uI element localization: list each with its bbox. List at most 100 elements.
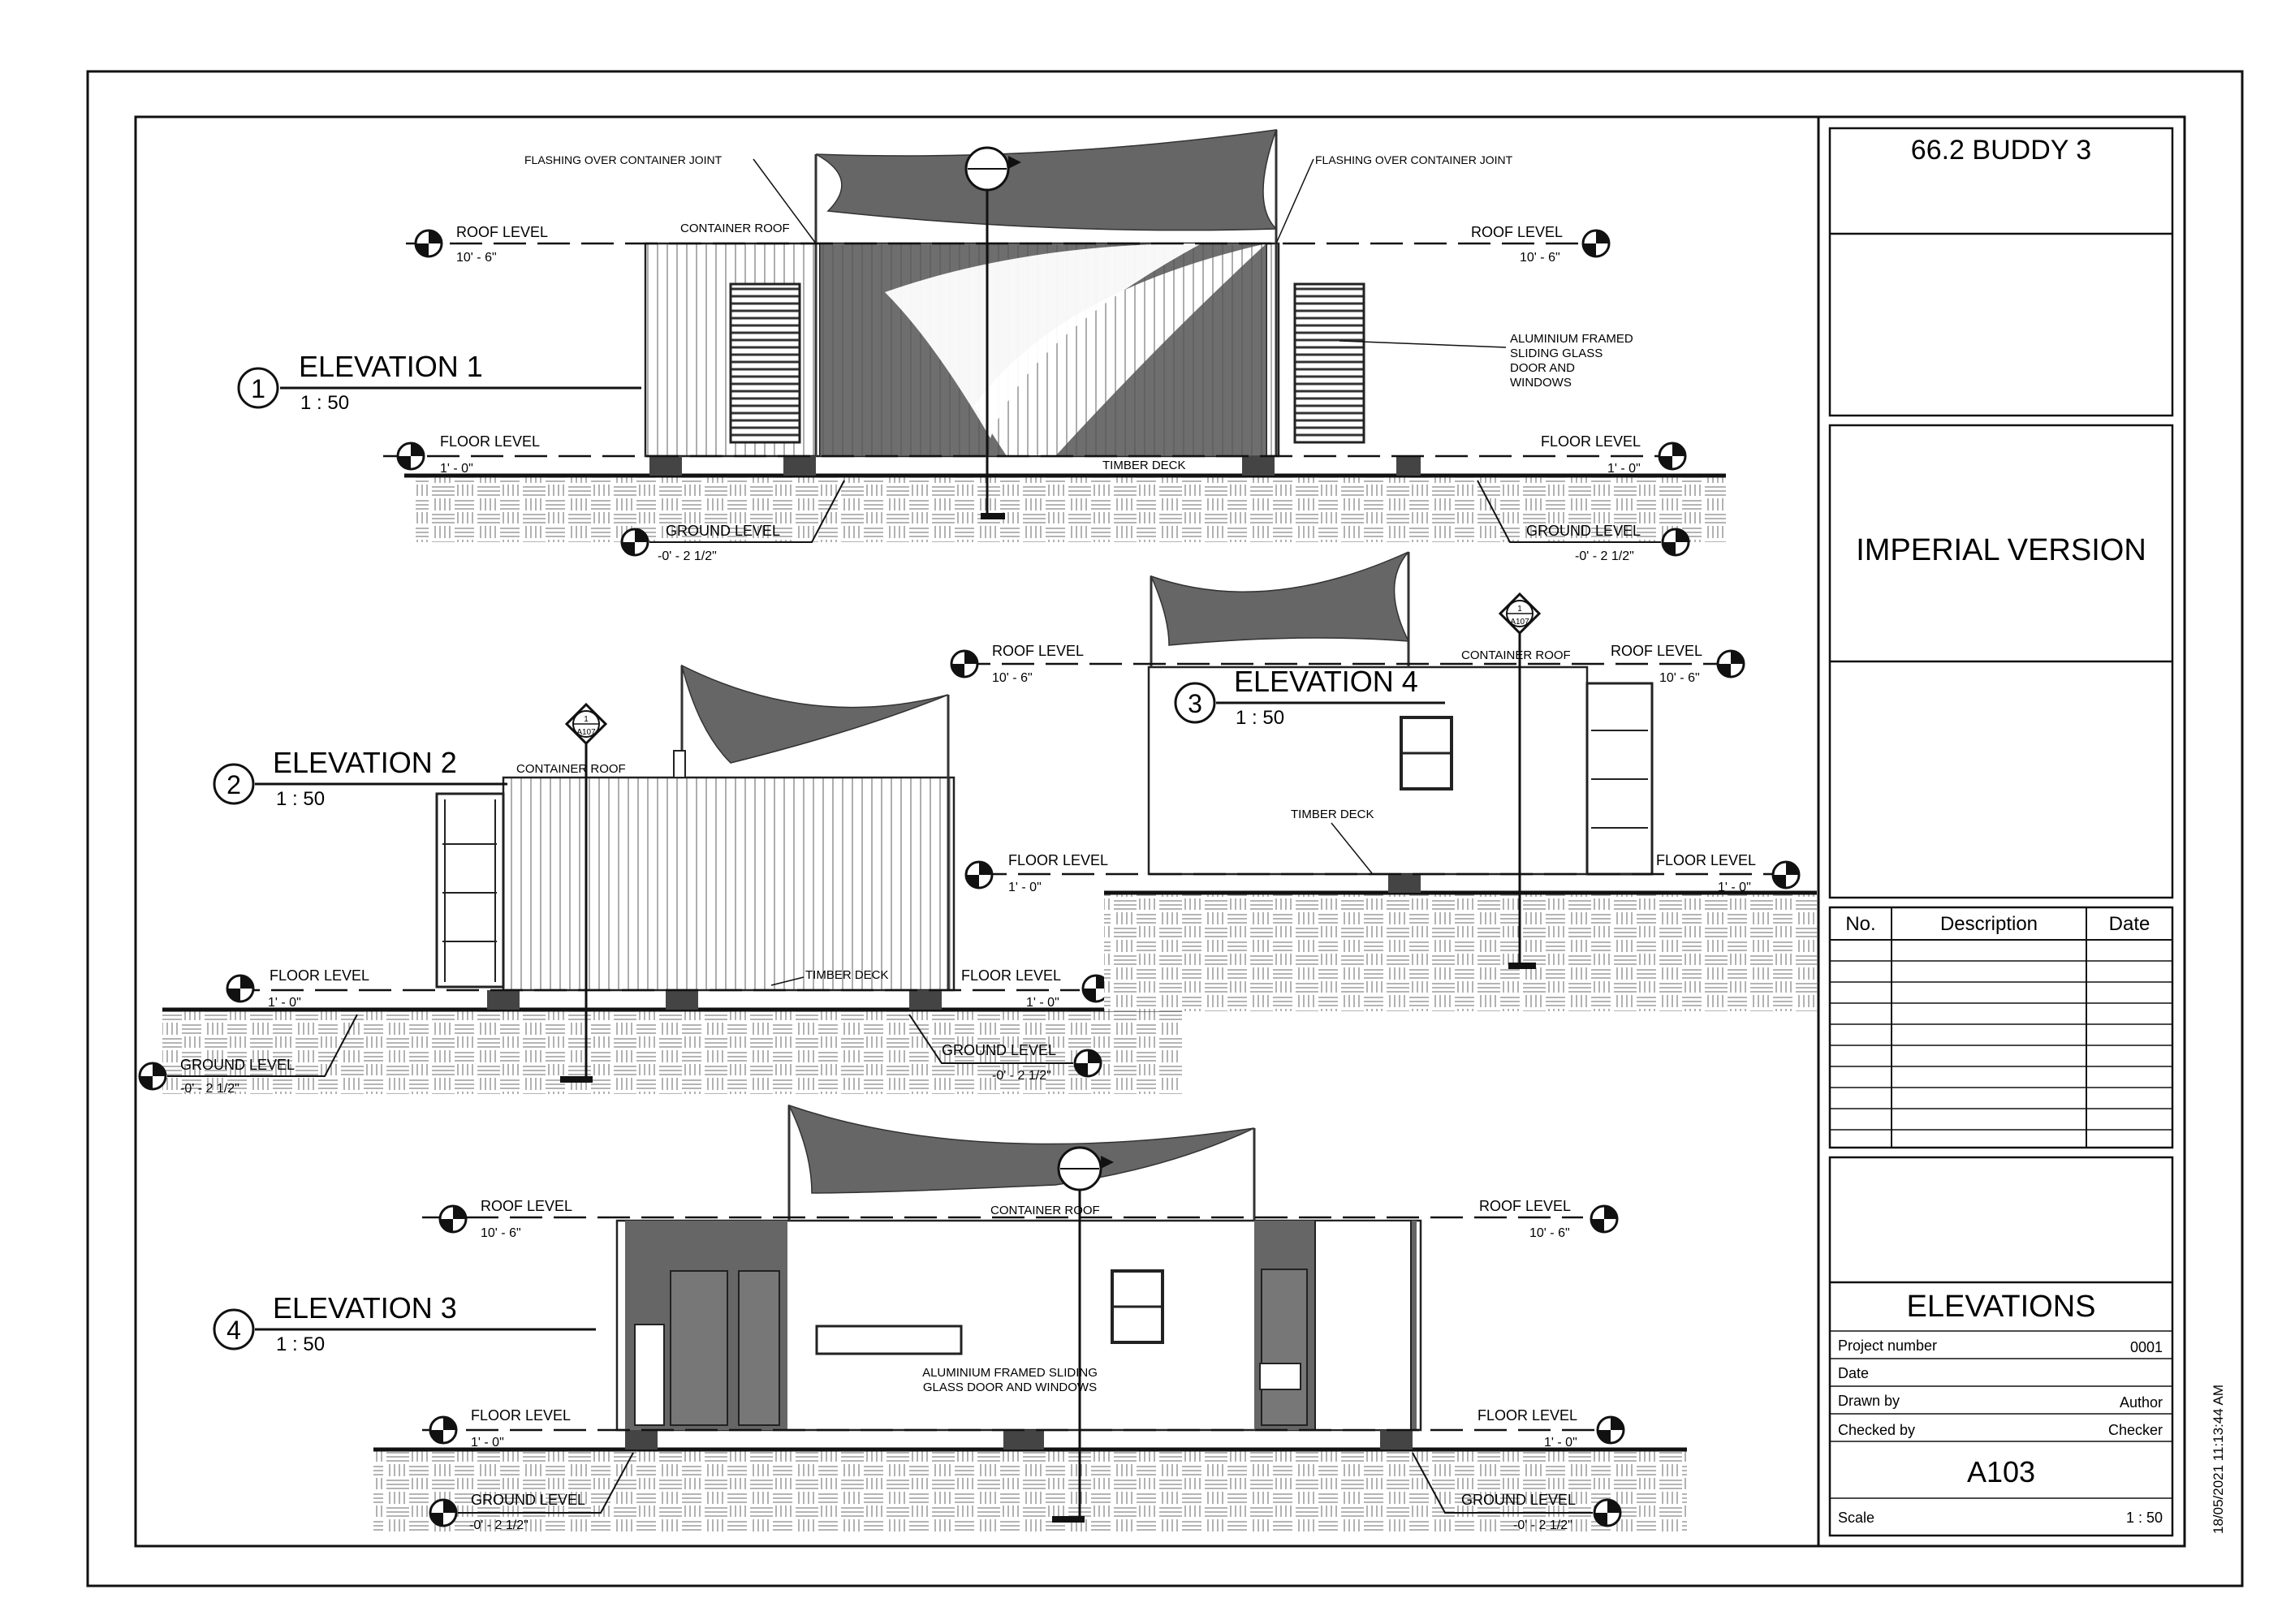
note-timber-deck-e2: TIMBER DECK	[805, 968, 889, 982]
view-number-4: 4	[226, 1316, 241, 1345]
ground-hatch	[373, 1450, 1687, 1532]
note-timber-deck: TIMBER DECK	[1102, 459, 1186, 472]
level-markers-e3	[429, 1204, 1625, 1527]
elevation-2: 1 A107 2 ELEVATION 2 1 : 50 CONTAINER RO…	[138, 664, 1182, 1096]
floor-level-value-e1-left: 1' - 0"	[440, 462, 473, 476]
ground-level-label-e2-right: GROUND LEVEL	[942, 1042, 1056, 1058]
note-alu-4: WINDOWS	[1510, 376, 1572, 390]
roof-level-label-e4-right: ROOF LEVEL	[1611, 643, 1702, 659]
scale-label: Scale	[1838, 1510, 1874, 1526]
title-block	[1828, 127, 2174, 1537]
ground-level-label-e1-right: GROUND LEVEL	[1526, 523, 1641, 539]
elevation-1: 1 ELEVATION 1 1 : 50 FLASHING OVER CONTA…	[237, 129, 1726, 563]
drawing-border	[134, 115, 2186, 1548]
roof-level-value-e4-right: 10' - 6"	[1659, 671, 1700, 685]
view-title-2: ELEVATION 2	[273, 746, 457, 779]
roof-level-value-e1-left: 10' - 6"	[456, 251, 497, 265]
floor-level-value-e3-right: 1' - 0"	[1544, 1436, 1577, 1450]
title-fields	[1830, 1330, 2172, 1499]
view-number-2: 2	[226, 770, 241, 799]
ground-level-label-e2-left: GROUND LEVEL	[180, 1057, 295, 1073]
ground-level-value-e1-right: -0' - 2 1/2"	[1575, 549, 1634, 563]
floor-level-value-e3-left: 1' - 0"	[471, 1436, 504, 1450]
field-label-drawn-by: Drawn by	[1838, 1393, 1900, 1409]
roof-level-label-e1-left: ROOF LEVEL	[456, 224, 548, 240]
floor-level-value-e4-right: 1' - 0"	[1718, 881, 1751, 894]
version-label: IMPERIAL VERSION	[1856, 533, 2146, 567]
roof-level-value-e1-right: 10' - 6"	[1520, 251, 1560, 265]
shade-sail	[815, 129, 1278, 231]
view-title-3: ELEVATION 3	[273, 1291, 457, 1325]
print-timestamp: 18/05/2021 11:13:44 AM	[2211, 1385, 2226, 1534]
slider-door	[435, 792, 505, 989]
view-scale-3: 1 : 50	[276, 1333, 325, 1355]
floor-level-label-e2-right: FLOOR LEVEL	[961, 967, 1061, 984]
ground-level-value-e2-right: -0' - 2 1/2"	[992, 1069, 1051, 1083]
ground-level-value-e3-left: -0' - 2 1/2"	[469, 1518, 528, 1532]
shade-sail	[680, 664, 949, 764]
project-title: 66.2 BUDDY 3	[1911, 135, 2091, 166]
field-label-date: Date	[1838, 1365, 1869, 1381]
note-alu-3: DOOR AND	[1510, 361, 1575, 375]
roof-level-label-e1-right: ROOF LEVEL	[1471, 224, 1563, 240]
outer-border	[86, 70, 2244, 1587]
note-flashing-left: FLASHING OVER CONTAINER JOINT	[524, 153, 723, 166]
note-container-roof-e2: CONTAINER ROOF	[516, 762, 626, 776]
floor-level-label-e3-left: FLOOR LEVEL	[471, 1407, 571, 1424]
view-scale-4: 1 : 50	[1236, 707, 1284, 729]
view-title-1: ELEVATION 1	[299, 350, 483, 383]
roof-level-value-e3-right: 10' - 6"	[1529, 1226, 1570, 1240]
revision-table: No. Description Date	[1830, 907, 2172, 1148]
view-number-1: 1	[251, 374, 265, 403]
note-container-roof-e3: CONTAINER ROOF	[990, 1204, 1100, 1217]
container-body	[502, 776, 956, 992]
note-flashing-right: FLASHING OVER CONTAINER JOINT	[1315, 153, 1513, 166]
section-num-e2: 1	[584, 715, 589, 724]
floor-level-value-e2-right: 1' - 0"	[1026, 996, 1059, 1010]
floor-level-label-e3-right: FLOOR LEVEL	[1477, 1407, 1577, 1424]
sheet-number: A103	[1967, 1455, 2035, 1488]
ground-hatch	[1104, 893, 1817, 1011]
shade-sail	[1150, 551, 1410, 646]
ground-level-label-e1-left: GROUND LEVEL	[666, 523, 780, 539]
roof-level-label-e4-left: ROOF LEVEL	[992, 643, 1084, 659]
floor-level-value-e2-left: 1' - 0"	[268, 996, 301, 1010]
ground-level-value-e2-left: -0' - 2 1/2"	[180, 1082, 239, 1096]
ground-level-label-e3-left: GROUND LEVEL	[471, 1492, 585, 1508]
louvre-window-left	[729, 282, 801, 444]
floor-level-value-e1-right: 1' - 0"	[1607, 462, 1641, 476]
roof-level-value-e4-left: 10' - 6"	[992, 671, 1033, 685]
view-scale-1: 1 : 50	[300, 392, 349, 414]
note-alu3-2: GLASS DOOR AND WINDOWS	[923, 1381, 1097, 1394]
level-markers-e1	[396, 229, 1690, 557]
field-value-drawn-by: Author	[2120, 1394, 2163, 1411]
ground-level-label-e3-right: GROUND LEVEL	[1461, 1492, 1576, 1508]
field-value-checked-by: Checker	[2108, 1422, 2163, 1438]
field-label-checked-by: Checked by	[1838, 1422, 1915, 1438]
view-number-3: 3	[1188, 689, 1202, 718]
section-num-e4: 1	[1517, 605, 1522, 614]
louvre-window-right	[1293, 282, 1365, 444]
note-container-roof-e4: CONTAINER ROOF	[1461, 648, 1571, 662]
section-sheet-e4: A107	[1510, 618, 1529, 627]
floor-level-label-e1-right: FLOOR LEVEL	[1541, 433, 1641, 450]
note-container-roof: CONTAINER ROOF	[680, 222, 790, 235]
roof-level-label-e3-left: ROOF LEVEL	[481, 1198, 572, 1214]
field-value-project-number: 0001	[2130, 1339, 2163, 1355]
elevation-4: 1 A107 3 ELEVATION 4 1 : 50 CONTAINER RO…	[950, 551, 1817, 1011]
roof-level-value-e3-left: 10' - 6"	[481, 1226, 521, 1240]
scale-value: 1 : 50	[2126, 1510, 2163, 1526]
level-markers-e4	[950, 649, 1801, 890]
floor-level-label-e1-left: FLOOR LEVEL	[440, 433, 540, 450]
note-alu-1: ALUMINIUM FRAMED	[1510, 332, 1633, 346]
note-alu3-1: ALUMINIUM FRAMED SLIDING	[922, 1366, 1098, 1380]
floor-level-value-e4-left: 1' - 0"	[1008, 881, 1042, 894]
ground-level-value-e1-left: -0' - 2 1/2"	[658, 549, 717, 563]
sheet-name: ELEVATIONS	[1907, 1290, 2096, 1324]
high-window-e3	[815, 1325, 963, 1355]
view-title-4: ELEVATION 4	[1234, 665, 1418, 698]
revision-no-header: No.	[1845, 913, 1875, 935]
field-label-project-number: Project number	[1838, 1338, 1937, 1354]
note-alu-2: SLIDING GLASS	[1510, 347, 1603, 360]
